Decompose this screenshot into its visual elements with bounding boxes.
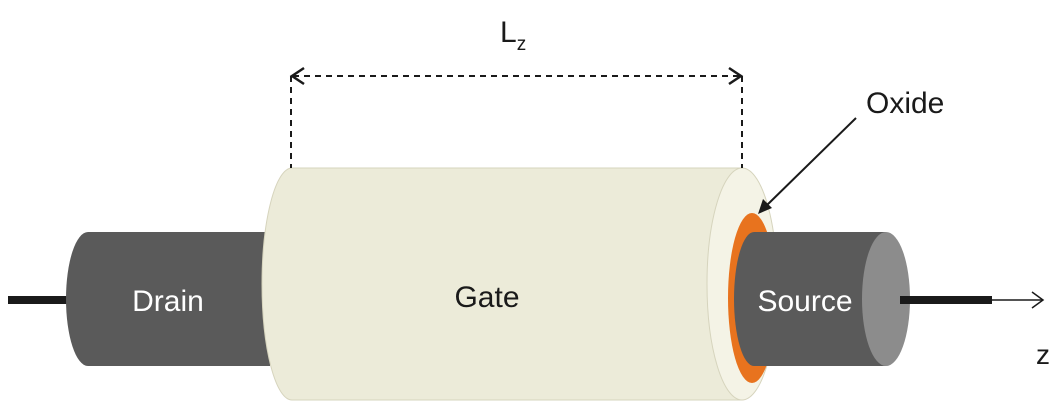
oxide-label: Oxide	[866, 87, 944, 120]
length-label-main: L	[500, 16, 517, 49]
oxide-callout: Oxide	[758, 87, 944, 214]
length-label: Lz	[500, 16, 526, 55]
gate-cylinder: Gate	[261, 167, 778, 401]
z-axis-label: z	[1036, 339, 1049, 370]
dimension-right-arrowhead	[728, 66, 744, 86]
drain-body	[66, 232, 270, 366]
gate-label: Gate	[454, 281, 519, 314]
oxide-pointer-arrowhead	[758, 199, 772, 214]
source-lead-wire	[900, 296, 992, 304]
length-label-subscript: z	[517, 34, 527, 55]
drain-lead-wire	[8, 296, 78, 304]
oxide-pointer-line	[763, 117, 857, 209]
gate-body	[261, 167, 743, 401]
dimension-left-arrowhead	[289, 66, 305, 86]
drain-label: Drain	[132, 285, 204, 318]
source-body	[734, 232, 886, 366]
z-axis-arrowhead	[1031, 291, 1045, 309]
drain-cylinder: Drain	[66, 232, 270, 366]
source-label: Source	[757, 285, 852, 318]
source-end-cap	[862, 232, 910, 366]
length-dimension: Lz	[289, 16, 744, 168]
source-cylinder: Source	[734, 232, 910, 366]
